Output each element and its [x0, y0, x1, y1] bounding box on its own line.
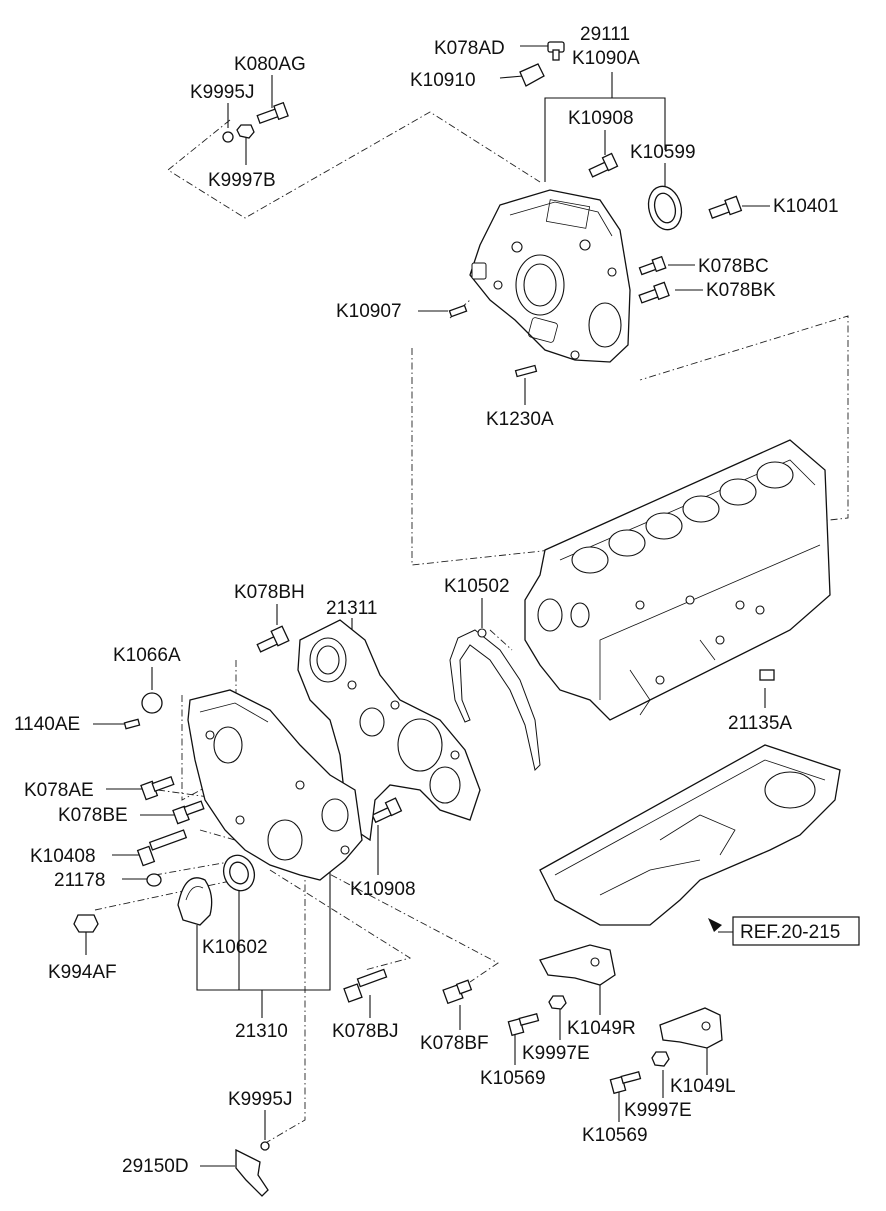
- label-29150d: 29150D: [122, 1156, 189, 1177]
- flywheel-housing: [469, 189, 631, 363]
- nut-k9997b: [236, 124, 255, 139]
- bracket-29150d: [235, 1148, 269, 1197]
- label-21310: 21310: [235, 1021, 288, 1042]
- label-21178: 21178: [54, 870, 105, 891]
- label-k078bj: K078BJ: [332, 1021, 399, 1042]
- label-k9997b: K9997B: [208, 170, 276, 191]
- label-k078ad: K078AD: [434, 38, 505, 59]
- bolt-k078bf: [442, 979, 473, 1005]
- bolt-k10569-2: [609, 1071, 642, 1095]
- label-k1230a: K1230A: [486, 409, 554, 430]
- label-k10907: K10907: [336, 301, 402, 322]
- bolt-k10408: [136, 829, 188, 867]
- label-k10599: K10599: [630, 142, 696, 163]
- small-parts: [73, 41, 775, 1197]
- pin-21178: [146, 873, 162, 887]
- gear-case-gasket: [449, 628, 541, 771]
- label-k078ae: K078AE: [24, 780, 94, 801]
- washer-k9995j-bottom: [260, 1141, 270, 1151]
- seal-k10599: [647, 185, 683, 231]
- bolt-k078bh: [256, 625, 290, 653]
- label-k10502: K10502: [444, 576, 510, 597]
- label-1140ae: 1140AE: [14, 714, 80, 735]
- label-k078bh: K078BH: [234, 582, 305, 603]
- label-k078bf: K078BF: [420, 1033, 489, 1054]
- label-29111: 29111: [580, 24, 630, 45]
- bolt-k10569-1: [507, 1013, 540, 1037]
- bolt-k10401: [708, 195, 743, 219]
- stud-k1230a: [514, 364, 538, 378]
- bolt-k078ae: [140, 775, 175, 801]
- label-k10569-2: K10569: [582, 1125, 648, 1146]
- oil-pan-bracket-left: [659, 1007, 723, 1049]
- part-labels: K078AD 29111 K1090A K10910 K080AG K9995J…: [14, 24, 840, 1177]
- nut-k9997e-2: [651, 1051, 670, 1067]
- label-k080ag: K080AG: [234, 54, 306, 75]
- pin-1140ae: [123, 718, 141, 730]
- label-21311: 21311: [326, 598, 377, 619]
- label-k078bk: K078BK: [706, 280, 776, 301]
- label-k9997e-1: K9997E: [522, 1043, 590, 1064]
- label-k1066a: K1066A: [113, 645, 181, 666]
- nut-k994af: [73, 914, 99, 933]
- oil-pan-bracket-right: [539, 944, 616, 986]
- label-k10408: K10408: [30, 846, 96, 867]
- bolt-k080ag: [256, 101, 289, 125]
- pin-21135a: [759, 669, 775, 681]
- bolt-k078bj: [343, 968, 388, 1003]
- bracket-k10910: [519, 63, 545, 87]
- label-k1090a: K1090A: [572, 48, 640, 69]
- label-k10910: K10910: [410, 70, 476, 91]
- label-k10602: K10602: [202, 937, 268, 958]
- label-k1049l: K1049L: [670, 1076, 736, 1097]
- plug-k078ad: [547, 41, 565, 61]
- reference-box: [732, 916, 860, 946]
- nut-k9997e-1: [548, 995, 567, 1010]
- label-k10908-top: K10908: [568, 108, 634, 129]
- bolt-k10908-top: [588, 152, 619, 178]
- bolt-k078bc: [638, 255, 667, 276]
- pin-k10907: [448, 304, 468, 318]
- washer-k9995j: [222, 131, 234, 143]
- label-21135a: 21135A: [728, 713, 792, 734]
- gasket-k1066a: [141, 692, 163, 714]
- label-k10401: K10401: [773, 196, 839, 217]
- label-k10569-1: K10569: [480, 1068, 546, 1089]
- label-k078be: K078BE: [58, 805, 128, 826]
- label-k10908-bottom: K10908: [350, 879, 416, 900]
- seal-k10602: [222, 854, 256, 892]
- oil-pan: [539, 744, 841, 926]
- label-k1049r: K1049R: [567, 1018, 636, 1039]
- label-k9997e-2: K9997E: [624, 1100, 692, 1121]
- label-k9995j-top: K9995J: [190, 82, 254, 103]
- cylinder-block: [524, 439, 831, 721]
- front-cover-21310: [187, 689, 363, 881]
- label-ref: REF.20-215: [740, 922, 840, 943]
- label-k9995j-bottom: K9995J: [228, 1089, 292, 1110]
- label-k994af: K994AF: [48, 962, 117, 983]
- bolt-k078be: [172, 800, 205, 825]
- label-k078bc: K078BC: [698, 256, 769, 277]
- clip-21310: [177, 877, 213, 926]
- bolt-k078bk: [638, 281, 670, 304]
- bolt-k10908-bottom: [371, 797, 403, 824]
